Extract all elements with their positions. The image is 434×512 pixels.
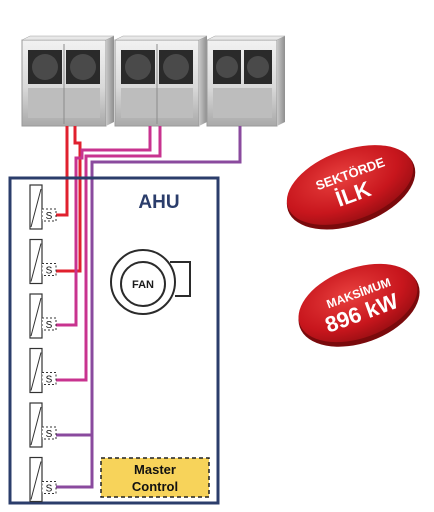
badge-first-in-sector: SEKTÖRDE İLK — [275, 129, 427, 245]
sensor-label: S — [46, 484, 53, 495]
outdoor-unit-1 — [22, 36, 114, 126]
sensor-column: S S S S S S — [30, 185, 56, 502]
sensor-label: S — [46, 320, 53, 331]
pipe-purple — [56, 435, 92, 487]
badge-maximum-capacity: MAKSİMUM 896 kW — [287, 249, 431, 363]
sensor-label: S — [46, 266, 53, 277]
sensor-label: S — [46, 375, 53, 386]
sensor-coil-5: S — [30, 403, 56, 447]
fan-label: FAN — [132, 279, 154, 291]
master-control-line2: Control — [132, 479, 178, 494]
sensor-coil-4: S — [30, 349, 56, 393]
master-control-line1: Master — [134, 462, 176, 477]
sensor-label: S — [46, 429, 53, 440]
sensor-coil-6: S — [30, 458, 56, 502]
outdoor-unit-3 — [207, 36, 285, 126]
fan-icon: FAN — [111, 250, 190, 314]
sensor-coil-2: S — [30, 240, 56, 284]
sensor-coil-1: S — [30, 185, 56, 229]
pipe-red — [56, 126, 67, 215]
ahu-label: AHU — [138, 192, 179, 213]
sensor-coil-3: S — [30, 294, 56, 338]
outdoor-unit-2 — [115, 36, 207, 126]
master-control-panel: Master Control — [101, 458, 209, 497]
sensor-label: S — [46, 211, 53, 222]
